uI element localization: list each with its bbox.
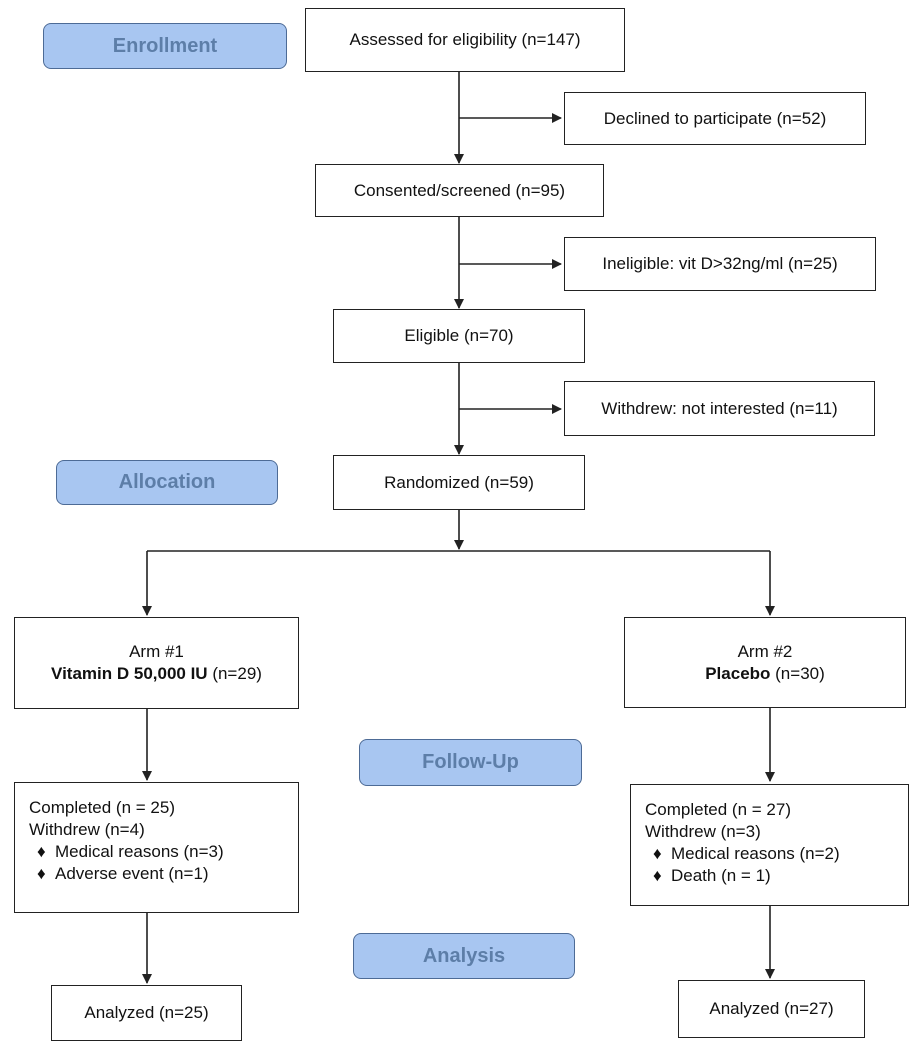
phase-analysis: Analysis xyxy=(353,933,575,979)
arm2-treatment-line: Placebo (n=30) xyxy=(705,663,825,685)
arm1-withdrew: Withdrew (n=4) xyxy=(29,820,145,839)
arm1-title: Arm #1 xyxy=(129,642,184,661)
consented-box: Consented/screened (n=95) xyxy=(315,164,604,217)
phase-follow-up: Follow-Up xyxy=(359,739,582,786)
arm2-title: Arm #2 xyxy=(737,641,793,661)
phase-allocation: Allocation xyxy=(56,460,278,505)
diamond-bullet-icon: ♦ xyxy=(653,866,662,885)
arm2-reason-label: Medical reasons (n=2) xyxy=(671,844,840,863)
arm2-reason-label: Death (n = 1) xyxy=(671,866,771,885)
ineligible-box: Ineligible: vit D>32ng/ml (n=25) xyxy=(564,237,876,291)
arm2-treatment: Placebo xyxy=(705,663,771,683)
arm2-withdrew: Withdrew (n=3) xyxy=(645,822,761,841)
randomized-box: Randomized (n=59) xyxy=(333,455,585,510)
arm1-reason-label: Medical reasons (n=3) xyxy=(55,842,224,861)
arm1-followup-box: Completed (n = 25) Withdrew (n=4) ♦ Medic… xyxy=(14,782,299,913)
diamond-bullet-icon: ♦ xyxy=(653,844,662,863)
arm1-reason-label: Adverse event (n=1) xyxy=(55,864,209,883)
assessed-box: Assessed for eligibility (n=147) xyxy=(305,8,625,72)
arm2-count: (n=30) xyxy=(770,663,825,683)
diamond-bullet-icon: ♦ xyxy=(37,842,46,861)
arm2-completed: Completed (n = 27) xyxy=(645,800,791,819)
arm2-followup-box: Completed (n = 27) Withdrew (n=3) ♦ Medic… xyxy=(630,784,909,906)
withdrew-box: Withdrew: not interested (n=11) xyxy=(564,381,875,436)
arm1-reason-item: ♦ Medical reasons (n=3) xyxy=(29,841,284,863)
arm2-box: Arm #2 Placebo (n=30) xyxy=(624,617,906,708)
arm2-reason-item: ♦ Medical reasons (n=2) xyxy=(645,843,894,865)
arm2-reason-item: ♦ Death (n = 1) xyxy=(645,865,894,887)
eligible-box: Eligible (n=70) xyxy=(333,309,585,363)
arm2-analyzed-box: Analyzed (n=27) xyxy=(678,980,865,1038)
arm1-analyzed-box: Analyzed (n=25) xyxy=(51,985,242,1041)
arm1-treatment-line: Vitamin D 50,000 IU (n=29) xyxy=(51,663,262,685)
phase-enrollment: Enrollment xyxy=(43,23,287,69)
arm1-completed: Completed (n = 25) xyxy=(29,798,175,817)
arm1-reason-item: ♦ Adverse event (n=1) xyxy=(29,863,284,885)
arm1-count: (n=29) xyxy=(207,664,262,683)
diamond-bullet-icon: ♦ xyxy=(37,864,46,883)
arm1-treatment: Vitamin D 50,000 IU xyxy=(51,664,208,683)
declined-box: Declined to participate (n=52) xyxy=(564,92,866,145)
arm1-box: Arm #1 Vitamin D 50,000 IU (n=29) xyxy=(14,617,299,709)
